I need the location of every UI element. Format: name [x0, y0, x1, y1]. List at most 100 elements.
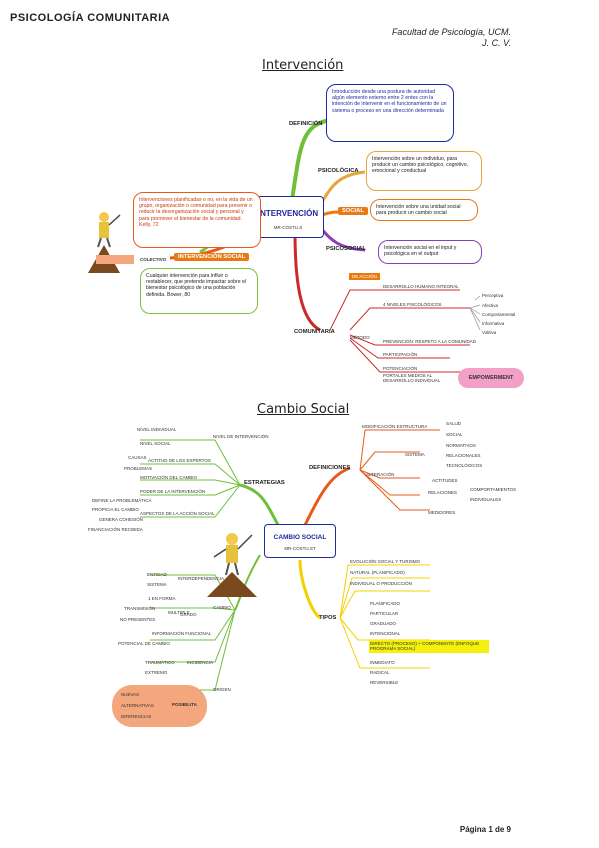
posibilita-cloud — [112, 685, 207, 727]
definiciones-label: DEFINICIONES — [309, 465, 351, 471]
level-4: Informativa — [482, 321, 505, 326]
definicion-item-2: ALTERACIÓN — [366, 472, 395, 477]
tipo-5: PARTICULAR — [370, 611, 399, 616]
level-2: Afectiva — [482, 303, 499, 308]
climber-caption — [96, 255, 134, 265]
comunitaria-tag: DE ACCIÓN — [349, 273, 380, 281]
tipo-6: GRADUADO — [370, 621, 397, 626]
estrategia-2: ACTITUD DE LOS EXPERTOS — [148, 458, 211, 463]
definicion-label: DEFINICIÓN — [289, 121, 323, 127]
social-box: Intervención sobre una unidad social par… — [370, 199, 478, 221]
tipos-label: TIPOS — [319, 615, 337, 621]
estrategia-leaf-3: CAUSAS — [128, 455, 147, 460]
estrategia-leaf-6: PROPICIA EL CAMBIO — [92, 507, 139, 512]
left-leaf-7: INFORMACIÓN FUNCIONAL — [152, 631, 212, 636]
tipo-9: INMEDIATO — [370, 660, 395, 665]
comunitaria-item-5: POTENCIACIÓN — [383, 366, 418, 371]
comunitaria-item-6: PORTALES MEDIOS AL DESARROLLO INDIVIDUAL — [383, 373, 441, 384]
left-leaf-2: SISTEMA — [147, 582, 167, 587]
estrategia-3: MOTIVACIÓN DEL CAMBIO — [140, 475, 198, 480]
estrategia-1: NIVEL DE INTERVENCIÓN — [213, 434, 269, 439]
definicion-box: Introducción desde una postura de autori… — [326, 84, 454, 142]
estrategia-leaf-7: GENERA COHESIÓN — [99, 517, 144, 522]
estrategia-4: PODER DE LA INTERVENCIÓN — [140, 489, 206, 494]
tipo-8-highlight: DIRECTO (PROCESO) + COMPONENTE (ENFOQUE … — [369, 640, 489, 653]
comunitaria-item-4: PARTICIPACIÓN — [383, 352, 418, 357]
estrategia-leaf-1: NIVEL INDIVIDUAL — [137, 427, 177, 432]
colectivo-label: COLECTIVO — [140, 257, 167, 262]
estrategia-leaf-2: NIVEL SOCIAL — [140, 441, 171, 446]
definicion-item-4: ACTITUDES — [432, 478, 458, 483]
intervencion-social-box: Cualquier intervención para influir o re… — [140, 268, 258, 314]
climber-summit-icon — [202, 527, 262, 597]
cambio-social-section-title: Cambio Social — [257, 402, 350, 417]
page-number: Página 1 de 9 — [459, 825, 511, 834]
cloud-item-3: DIFERENCIAS — [121, 714, 152, 719]
left-leaf-1: ENTIDAD — [147, 572, 167, 577]
cambio-social-center-sub: MR-COSTU.ST — [284, 546, 316, 551]
definicion-leaf-1: SALUD — [446, 421, 462, 426]
comunitaria-label: COMUNITARIA — [294, 329, 335, 335]
left-item-4: INCIDENCIA — [187, 660, 214, 665]
left-leaf-4: MULTIPLE — [168, 610, 190, 615]
faculty-label: Facultad de Psicología, UCM. — [391, 27, 511, 37]
level-5: Volitiva — [482, 330, 497, 335]
left-leaf-6: NO PRESENTES — [120, 617, 156, 622]
definicion-item-6: MEDIDORES — [428, 510, 456, 515]
tipo-10: RADICAL — [370, 670, 390, 675]
colectivo-box: Intervenciones planificadas o no, en la … — [133, 192, 261, 248]
definicion-leaf-3: NORMATIVOS — [446, 443, 476, 448]
definicion-leaf-4: RELACIONALES — [446, 453, 481, 458]
left-item-3: GRADO — [180, 612, 197, 617]
tipo-4: PLANIFICADO — [370, 601, 401, 606]
left-item-5: ORIGEN — [213, 687, 231, 692]
psicosocial-label: PSICOSOCIAL — [326, 246, 366, 252]
psicologica-label: PSICOLÓGICA — [318, 168, 359, 174]
intervencion-center-node: INTERVENCIÓN MR-COSTU.S — [252, 196, 324, 238]
definicion-item-1: MODIFICACIÓN ESTRUCTURA — [362, 424, 428, 429]
cloud-label: POSIBILITA — [172, 702, 197, 707]
empowerment-cloud: EMPOWERMENT — [458, 368, 524, 388]
definicion-leaf-7: INDIVIDUALES — [470, 497, 502, 502]
social-label: SOCIAL — [338, 207, 368, 215]
level-3: Comportamental — [482, 312, 516, 317]
cloud-item-2: ALTERNATIVAS — [121, 703, 154, 708]
left-leaf-3: 1 EN FORMA — [148, 596, 176, 601]
intervencion-social-label: INTERVENCIÓN SOCIAL — [174, 253, 250, 261]
document-title: PSICOLOGÍA COMUNITARIA — [10, 12, 171, 24]
estrategia-leaf-8: FINANCIACIÓN RECIBIDA — [88, 527, 143, 532]
cambio-social-center-label: CAMBIO SOCIAL — [273, 534, 327, 541]
level-1: Perceptiva — [482, 293, 504, 298]
definicion-leaf-2: SOCIAL — [446, 432, 463, 437]
metodo-label: MÉTODO — [350, 335, 370, 340]
cloud-item-1: NUEVAS — [121, 692, 140, 697]
intervencion-section-title: Intervención — [262, 58, 344, 73]
estrategias-label: ESTRATEGIAS — [244, 480, 285, 486]
tipo-2: NATURAL (PLANIFICADO) — [350, 570, 405, 575]
tipo-3: INDIVIDUAL O PRODUCCIÓN — [350, 581, 412, 586]
comunitaria-item-1: DESARROLLO HUMANO INTEGRAL — [383, 284, 459, 289]
comunitaria-item-3: PREVENCIÓN: RESPETO A LA COMUNIDAD — [383, 339, 476, 344]
left-item-1: INTERDEPENDENCIA — [178, 576, 225, 581]
left-leaf-9: TRAUMÁTICO — [145, 660, 175, 665]
author-initials: J. C. V. — [482, 38, 511, 48]
estrategia-5: ASPECTOS DE LA ACCIÓN SOCIAL — [140, 511, 215, 516]
left-leaf-8: POTENCIAL DE CAMBIO — [118, 641, 170, 646]
estrategia-leaf-5: DEFINE LA PROBLEMÁTICA — [92, 498, 152, 503]
psicologica-box: Intervención sobre un individuo, para pr… — [366, 151, 482, 191]
cambio-social-center-node: CAMBIO SOCIAL MR-COSTU.ST — [264, 524, 336, 558]
tipo-7: INTENCIONAL — [370, 631, 401, 636]
definicion-leaf-5: TECNOLÓGICOS — [446, 463, 483, 468]
comunitaria-item-2: 4 NIVELES PSICOLÓGICOS — [383, 302, 442, 307]
intervencion-center-label: INTERVENCIÓN — [257, 209, 319, 218]
left-leaf-5: TRANSMISIÓN — [124, 606, 156, 611]
definicion-item-3: SISTEMA — [405, 452, 425, 457]
definicion-leaf-6: COMPORTAMIENTOS — [470, 487, 517, 492]
tipo-11: REVERSIBLE — [370, 680, 399, 685]
intervencion-center-sub: MR-COSTU.S — [273, 225, 303, 230]
left-leaf-10: EXTREMO — [145, 670, 168, 675]
definicion-item-5: RELACIONES — [428, 490, 458, 495]
psicosocial-box: Intervención social en el input y psicol… — [378, 240, 482, 264]
tipo-1: EVOLUCIÓN SOCIAL Y TURISMO — [350, 559, 421, 564]
